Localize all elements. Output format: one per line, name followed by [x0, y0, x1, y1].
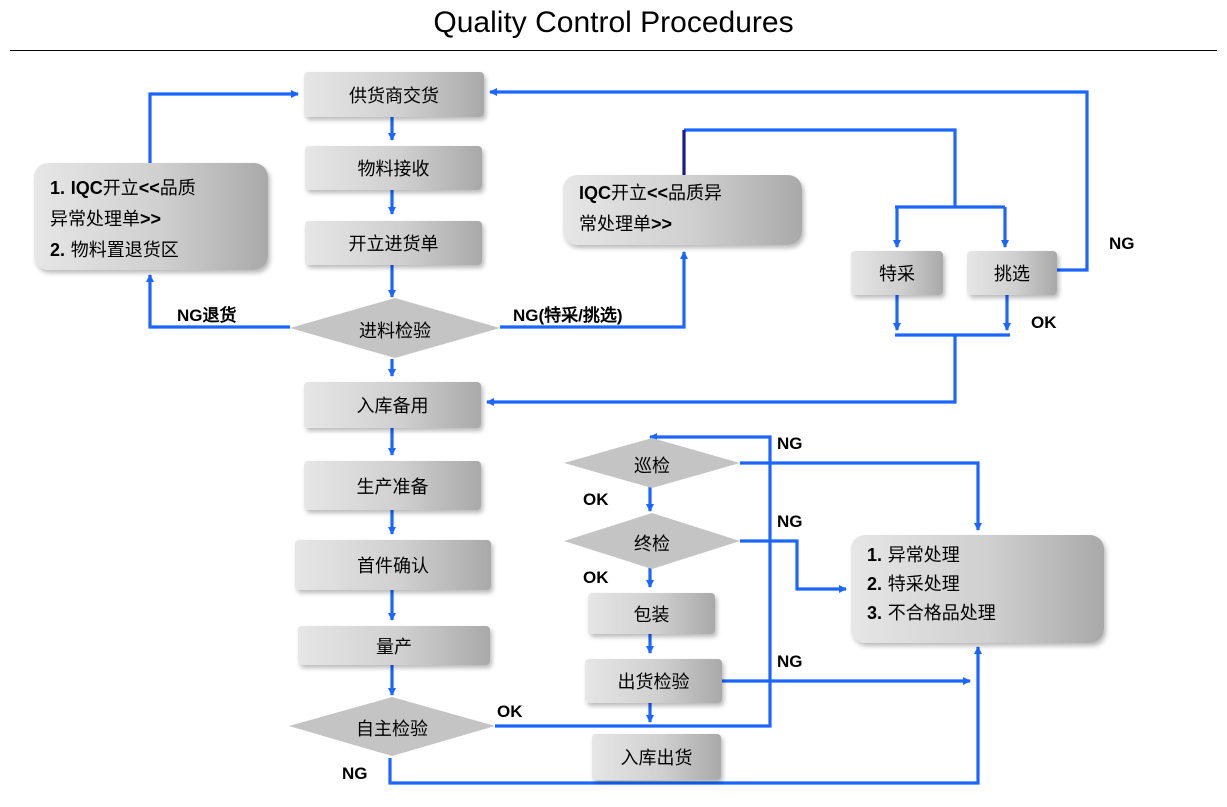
mass-production-box: 量产: [298, 626, 490, 665]
ok-patrol-label: OK: [583, 490, 609, 509]
title-divider: [10, 50, 1217, 51]
ng-shipping-label: NG: [777, 652, 803, 671]
self-inspection-diamond: [289, 697, 495, 756]
iqc-line-1: IQC开立<<品质异: [579, 183, 723, 204]
final-inspection-label: 终检: [634, 534, 670, 555]
return-line-1: 1. IQC开立<<品质: [50, 178, 196, 199]
arrow-patrol-ng: [740, 461, 982, 531]
ng-final-label: NG: [777, 512, 803, 531]
ok-final-label: OK: [583, 568, 609, 587]
page-title: Quality Control Procedures: [433, 6, 794, 39]
ng-self-label: NG: [342, 764, 368, 783]
first-article-box: 首件确认: [295, 540, 491, 590]
warehouse-ship-box: 入库出货: [592, 734, 721, 780]
ng-sort-label: NG: [1109, 234, 1135, 253]
return-line-2: 异常处理单>>: [50, 209, 162, 230]
packing-box: 包装: [588, 593, 715, 634]
handling-item-3: 3. 不合格品处理: [867, 603, 996, 624]
ok-self-label: OK: [497, 702, 523, 721]
sorting-box: 挑选: [967, 251, 1057, 295]
arrow-final-ng: [740, 539, 847, 593]
incoming-inspection-label: 进料检验: [359, 321, 431, 342]
handling-item-2: 2. 特采处理: [867, 574, 960, 595]
arrow-ng-return: [146, 274, 290, 329]
patrol-inspection-label: 巡检: [634, 456, 670, 477]
return-line-3: 2. 物料置退货区: [50, 240, 179, 261]
special-purchase-box: 特采: [851, 251, 943, 295]
final-inspection-diamond: [564, 513, 740, 569]
arrow-self-ng: [388, 646, 982, 785]
iqc-line-2: 常处理单>>: [579, 214, 673, 235]
shipping-inspection-box: 出货检验: [585, 659, 722, 703]
arrow-sort-ng: [489, 88, 1089, 272]
arrow-ng-to-iqc: [500, 251, 688, 329]
return-handling-box: 1. IQC开立<<品质 异常处理单>> 2. 物料置退货区: [34, 163, 268, 270]
incoming-inspection-diamond: [290, 298, 500, 358]
abnormal-handling-box: 1. 异常处理 2. 特采处理 3. 不合格品处理: [851, 535, 1104, 643]
arrow-return-to-supplier: [148, 90, 299, 163]
arrow-ok-to-warehouse: [486, 335, 957, 406]
ok-special-label: OK: [1031, 313, 1057, 332]
self-inspection-label: 自主检验: [356, 719, 428, 740]
issue-receipt-box: 开立进货单: [305, 221, 482, 265]
iqc-abnormal-box: IQC开立<<品质异 常处理单>>: [563, 175, 802, 245]
handling-item-1: 1. 异常处理: [867, 545, 960, 566]
ng-return-label: NG退货: [177, 306, 237, 325]
arrow-self-ok: [495, 433, 772, 728]
warehouse-standby-box: 入库备用: [304, 382, 481, 428]
production-prep-box: 生产准备: [304, 461, 481, 510]
ng-patrol-label: NG: [777, 434, 803, 453]
patrol-inspection-diamond: [564, 438, 740, 488]
material-receipt-box: 物料接收: [305, 146, 482, 190]
ng-special-sort-label: NG(特采/挑选): [513, 306, 623, 325]
supplier-delivery-box: 供货商交货: [304, 72, 484, 117]
